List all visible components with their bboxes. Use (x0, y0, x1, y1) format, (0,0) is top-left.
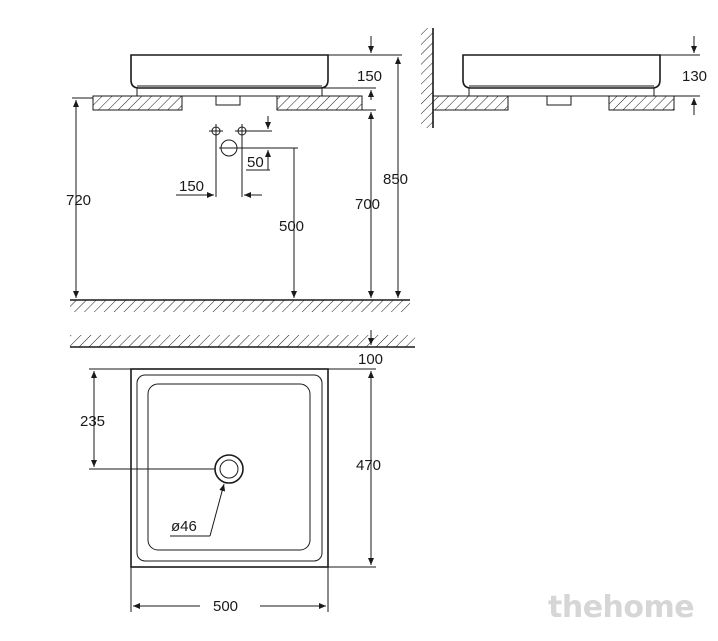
basin-outer-plan (130, 368, 329, 568)
dim-hole-spacing-label: 150 (179, 178, 204, 195)
dim-overall-height-label: 850 (383, 171, 408, 188)
drain-body-side (546, 95, 572, 106)
dim-side-bowl-height-label: 130 (682, 68, 707, 85)
tap-hole-right-icon (235, 124, 249, 138)
counter-right (276, 95, 363, 111)
dim-counter-height-label: 720 (66, 192, 91, 209)
side-view: 130 (421, 28, 707, 128)
front-view: 50 150 500 720 700 850 150 (66, 36, 410, 312)
counter-side-right (608, 95, 675, 111)
basin-base-front (136, 87, 323, 97)
floor-hatch-front (70, 300, 410, 312)
counter-side-left (432, 95, 509, 111)
watermark-logo: thehome (548, 590, 694, 625)
basin-base-side (468, 87, 655, 97)
counter-left (92, 95, 183, 111)
wall-hatch (421, 28, 433, 128)
basin-bowl-side (462, 54, 661, 89)
basin-rim-plan (136, 374, 323, 562)
dim-waste-height-label: 500 (279, 218, 304, 235)
dim-hole-offset-label: 50 (247, 154, 264, 171)
drain-body-front (215, 95, 241, 106)
basin-bowl-front (130, 54, 329, 89)
dim-drain-diameter-label: ø46 (171, 518, 197, 535)
dim-tap-height-label: 700 (355, 196, 380, 213)
dim-wall-offset-label: 100 (358, 351, 383, 368)
waste-outlet-icon (219, 139, 239, 157)
dim-depth-label: 470 (356, 457, 381, 474)
basin-bowl-plan (147, 383, 311, 551)
dim-width-label: 500 (213, 598, 238, 615)
tap-hole-left-icon (209, 124, 223, 138)
wall-hatch-plan (70, 335, 415, 347)
plan-view: 100 470 235 500 ø46 (70, 330, 415, 615)
drain-icon (214, 454, 244, 484)
dim-drain-offset-label: 235 (80, 413, 105, 430)
dim-bowl-height-label: 150 (357, 68, 382, 85)
